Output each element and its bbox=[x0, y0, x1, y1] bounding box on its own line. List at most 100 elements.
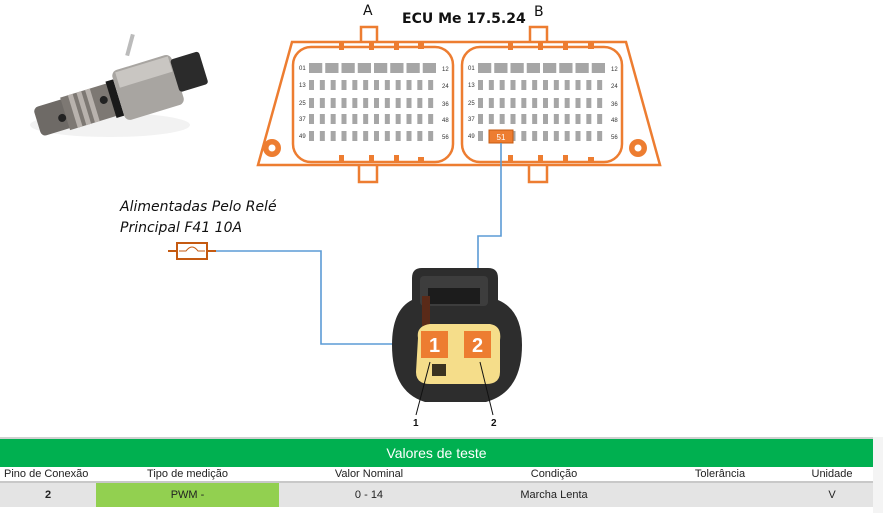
cell-tolerance bbox=[649, 483, 791, 507]
ecu-pin bbox=[384, 80, 390, 90]
ecu-pin bbox=[363, 114, 369, 124]
ecu-pin bbox=[575, 63, 589, 73]
ecu-pin bbox=[586, 114, 592, 124]
ecu-notches bbox=[339, 43, 594, 163]
ecu-title: ECU Me 17.5.24 bbox=[402, 11, 526, 27]
power-caption-line2: Principal F41 10A bbox=[120, 220, 242, 236]
ecu-pin bbox=[543, 80, 548, 90]
ecu-pin bbox=[499, 114, 505, 124]
ecu-pin bbox=[553, 131, 559, 141]
ecu-pin bbox=[575, 80, 581, 90]
ecu-pin bbox=[575, 98, 581, 108]
row-label-right: 36 bbox=[442, 102, 449, 108]
ecu-pin bbox=[553, 114, 559, 124]
ecu-pin bbox=[417, 131, 423, 141]
ecu-pin bbox=[586, 131, 592, 141]
ecu-pin bbox=[390, 63, 404, 73]
power-caption-line1: Alimentadas Pelo Relé bbox=[119, 199, 277, 215]
ecu-pin bbox=[488, 80, 494, 90]
connector-a-bottom-tab bbox=[357, 165, 379, 184]
ecu-pin bbox=[406, 80, 412, 90]
ecu-pin bbox=[478, 114, 483, 124]
ecu-pin bbox=[478, 63, 492, 73]
ecu-pin bbox=[564, 131, 570, 141]
row-label-left: 13 bbox=[299, 83, 306, 89]
ecu-pin bbox=[330, 98, 336, 108]
ecu-pin bbox=[586, 98, 592, 108]
ecu-pin bbox=[510, 114, 516, 124]
ecu-pin bbox=[319, 98, 325, 108]
ecu-pin bbox=[478, 80, 483, 90]
ecu-pin bbox=[521, 80, 527, 90]
row-label-left: 13 bbox=[468, 83, 475, 89]
ecu-pin bbox=[406, 114, 412, 124]
ecu-pin bbox=[406, 131, 412, 141]
ecu-pin bbox=[428, 98, 434, 108]
column-header-nominal-value: Valor Nominal bbox=[334, 468, 404, 480]
ecu-pin bbox=[532, 80, 538, 90]
ecu-pin bbox=[543, 63, 557, 73]
ecu-pin bbox=[428, 114, 434, 124]
ecu-pin bbox=[406, 98, 412, 108]
ecu-pin bbox=[586, 80, 592, 90]
ecu-pin bbox=[330, 131, 336, 141]
row-label-right: 56 bbox=[442, 135, 449, 141]
two-pin-connector-photo bbox=[392, 268, 522, 402]
ecu-pin bbox=[363, 98, 369, 108]
ecu-pin bbox=[564, 80, 570, 90]
ecu-pin bbox=[406, 63, 420, 73]
ecu-pin bbox=[499, 80, 505, 90]
ecu-pin bbox=[309, 80, 314, 90]
mounting-hole-right bbox=[629, 139, 647, 157]
cell-pin: 2 bbox=[44, 489, 52, 501]
ecu-pin bbox=[532, 114, 538, 124]
column-header-unit: Unidade bbox=[811, 468, 853, 480]
ecu-pin bbox=[319, 114, 325, 124]
ecu-pin bbox=[510, 98, 516, 108]
connector-a-label: A bbox=[363, 3, 373, 19]
row-label-left: 01 bbox=[299, 66, 306, 72]
ecu-pin bbox=[384, 98, 390, 108]
ecu-pin bbox=[597, 80, 603, 90]
ecu-pin bbox=[395, 98, 401, 108]
mounting-hole-left bbox=[263, 139, 281, 157]
ecu-pin bbox=[543, 131, 548, 141]
ecu-pin bbox=[395, 131, 401, 141]
row-label-right: 24 bbox=[442, 84, 449, 90]
column-header-pin: Pino de Conexão bbox=[4, 468, 89, 480]
table-title: Valores de teste bbox=[0, 437, 873, 467]
row-label-right: 48 bbox=[611, 118, 618, 124]
cell-measurement-type: PWM - bbox=[96, 483, 279, 507]
column-header-tolerance: Tolerância bbox=[694, 468, 746, 480]
ecu-pin bbox=[374, 80, 379, 90]
highlighted-ecu-pin-label: 51 bbox=[497, 133, 506, 142]
ecu-pin bbox=[325, 63, 339, 73]
ecu-pin bbox=[384, 114, 390, 124]
ecu-pin bbox=[384, 131, 390, 141]
ecu-pin bbox=[428, 131, 434, 141]
ecu-pin bbox=[428, 80, 434, 90]
ecu-pin bbox=[309, 98, 314, 108]
column-header-condition: Condição bbox=[530, 468, 578, 480]
ecu-pin bbox=[478, 98, 483, 108]
ecu-pin bbox=[417, 80, 423, 90]
ecu-pin bbox=[341, 98, 347, 108]
ecu-pin bbox=[499, 98, 505, 108]
ecu-pin bbox=[521, 131, 527, 141]
ecu-pin bbox=[319, 131, 325, 141]
ecu-pin bbox=[597, 114, 603, 124]
ecu-pin bbox=[510, 80, 516, 90]
ecu-pin bbox=[564, 114, 570, 124]
ecu-pin bbox=[488, 114, 494, 124]
ecu-pin bbox=[597, 131, 603, 141]
test-values-table: Valores de teste Pino de Conexão Tipo de… bbox=[0, 437, 873, 507]
ecu-pin bbox=[374, 63, 388, 73]
ecu-pin bbox=[575, 114, 581, 124]
connector-b-top-tab bbox=[528, 25, 549, 42]
row-label-right: 12 bbox=[442, 67, 449, 73]
power-wire-fuse-to-pin1 bbox=[215, 250, 420, 345]
ecu-pin bbox=[352, 98, 358, 108]
ecu-pin bbox=[553, 80, 559, 90]
